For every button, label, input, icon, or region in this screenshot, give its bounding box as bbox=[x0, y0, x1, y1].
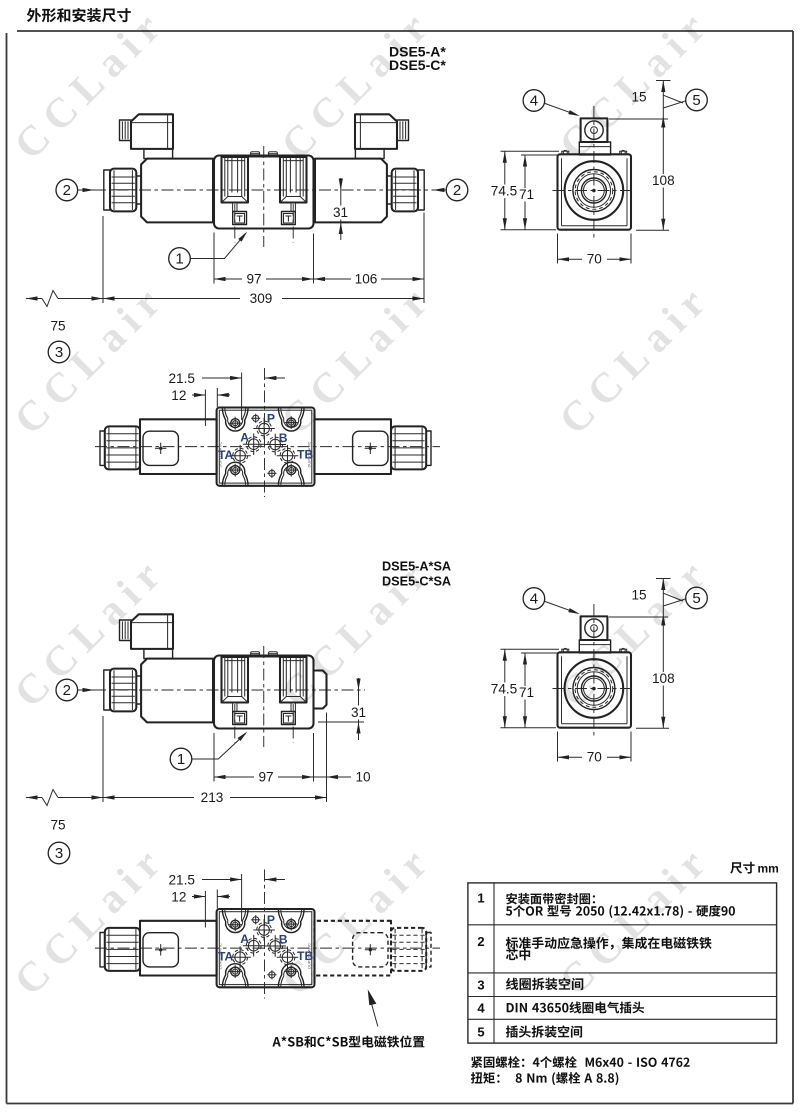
svg-text:DSE5-A*: DSE5-A* bbox=[389, 44, 446, 60]
svg-text:12: 12 bbox=[171, 388, 186, 403]
svg-text:1: 1 bbox=[177, 751, 185, 768]
svg-text:75: 75 bbox=[50, 818, 65, 833]
svg-text:75: 75 bbox=[50, 319, 65, 334]
svg-text:12: 12 bbox=[171, 890, 186, 905]
svg-text:106: 106 bbox=[355, 272, 378, 287]
svg-text:3: 3 bbox=[55, 344, 63, 361]
svg-text:2: 2 bbox=[477, 934, 484, 949]
svg-text:2: 2 bbox=[63, 682, 71, 699]
svg-text:3: 3 bbox=[55, 845, 63, 862]
svg-text:97: 97 bbox=[258, 770, 273, 785]
svg-text:1: 1 bbox=[477, 891, 484, 906]
svg-text:4: 4 bbox=[477, 1001, 485, 1016]
svg-text:31: 31 bbox=[333, 205, 348, 220]
svg-text:97: 97 bbox=[246, 272, 261, 287]
svg-text:mm: mm bbox=[758, 862, 779, 876]
svg-text:10: 10 bbox=[355, 770, 371, 785]
svg-text:DSE5-C*: DSE5-C* bbox=[389, 57, 446, 73]
svg-text:2: 2 bbox=[453, 182, 461, 199]
svg-text:21.5: 21.5 bbox=[169, 873, 195, 888]
svg-text:21.5: 21.5 bbox=[169, 371, 195, 386]
svg-text:2: 2 bbox=[63, 182, 71, 199]
svg-text:DSE5-A*SA: DSE5-A*SA bbox=[382, 560, 451, 574]
svg-text:309: 309 bbox=[250, 291, 273, 306]
svg-text:213: 213 bbox=[201, 790, 224, 805]
svg-text:DSE5-C*SA: DSE5-C*SA bbox=[382, 575, 451, 589]
svg-text:5: 5 bbox=[477, 1025, 484, 1040]
svg-text:31: 31 bbox=[351, 705, 366, 720]
svg-text:1: 1 bbox=[175, 251, 183, 268]
svg-text:3: 3 bbox=[477, 978, 484, 993]
